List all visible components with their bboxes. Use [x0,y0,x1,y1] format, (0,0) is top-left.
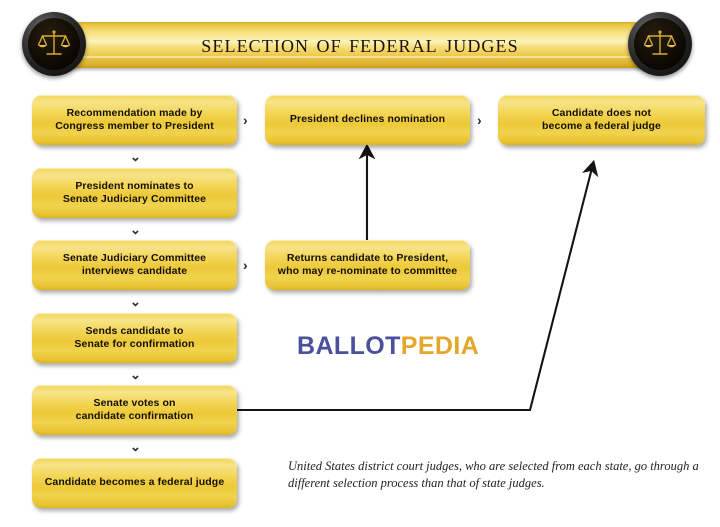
node-returns-candidate[interactable]: Returns candidate to President,who may r… [265,240,470,290]
chevron-right-icon-2: › [243,257,248,273]
chevron-down-icon-1: ⌄ [130,149,141,164]
page-title: Selection of Federal Judges [201,31,519,58]
logo-ballot-text: BALLOT [297,332,401,360]
medallion-inner-right [634,18,686,70]
header-banner [58,22,662,68]
chevron-right-icon-1: › [243,112,248,128]
scales-glyph-left [37,30,71,55]
logo-pedia-text: PEDIA [400,332,480,360]
node-becomes-judge-label: Candidate becomes a federal judge [44,476,225,489]
chevron-down-icon-2: ⌄ [130,222,141,237]
footnote-text: United States district court judges, who… [288,459,699,490]
node-president-declines[interactable]: President declines nomination [265,95,470,145]
chevron-down-icon-3: ⌄ [130,294,141,309]
chevron-down-icon-5: ⌄ [130,439,141,454]
scales-of-justice-icon-right [628,12,692,76]
chevron-down-icon-4: ⌄ [130,367,141,382]
node-returns-candidate-label: Returns candidate to President,who may r… [277,251,458,278]
scales-glyph-right [643,30,677,55]
node-becomes-judge[interactable]: Candidate becomes a federal judge [32,458,237,508]
node-president-declines-label: President declines nomination [289,113,446,126]
medallion-inner-left [28,18,80,70]
scales-of-justice-icon-left [22,12,86,76]
chevron-right-icon-3: › [477,112,482,128]
ballotpedia-logo: BALLOTPEDIA [297,332,479,361]
